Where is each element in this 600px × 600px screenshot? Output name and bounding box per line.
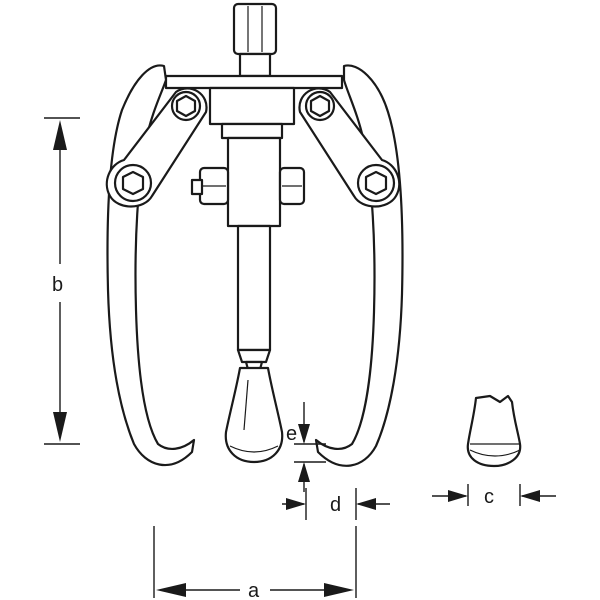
label-a: a — [248, 580, 260, 600]
label-b: b — [52, 274, 63, 296]
dimension-e: e — [286, 402, 326, 492]
left-lock-bolt — [190, 166, 230, 206]
right-lock-bolt — [278, 166, 306, 206]
dimension-c: c — [432, 484, 556, 508]
guide-sleeve — [226, 136, 282, 228]
yoke-crossbar — [164, 74, 344, 140]
dimension-a: a — [153, 526, 357, 600]
dimension-b: b — [44, 117, 80, 445]
label-d: d — [330, 494, 341, 516]
label-e: e — [286, 423, 297, 445]
dimension-d: d — [282, 488, 390, 520]
label-c: c — [484, 486, 494, 508]
spindle-neck — [236, 348, 272, 364]
pressure-pad — [224, 366, 284, 464]
loose-pressure-pad — [466, 394, 522, 468]
hex-bolt-icon — [121, 94, 388, 196]
spindle-top-nut — [232, 2, 278, 56]
spindle-collar — [238, 52, 272, 78]
spindle-shaft — [236, 224, 272, 352]
